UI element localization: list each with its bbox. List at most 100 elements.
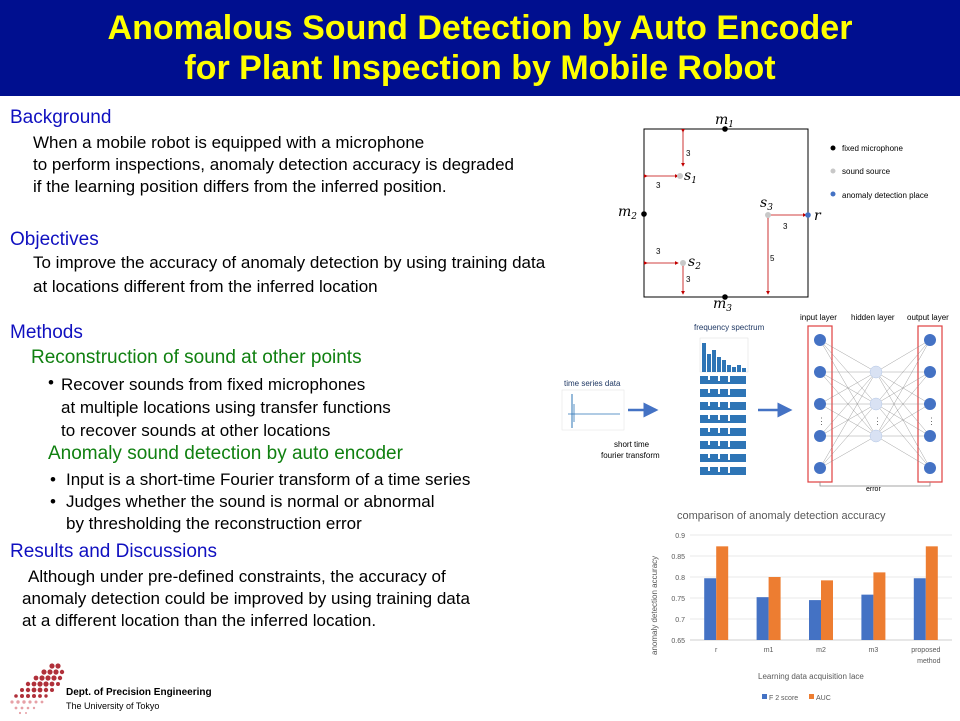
- room-layout-diagram: 3 3 3 3 3 5 m1 m2 m3 s1 s3 s2 r fixed mi…: [618, 112, 929, 314]
- error-bracket: [819, 482, 931, 487]
- chart-bar-f2-score: [913, 578, 926, 640]
- sound-source-s3-icon: [765, 212, 771, 218]
- results-line: anomaly detection could be improved by u…: [22, 589, 470, 608]
- stft-label-1: short time: [614, 440, 650, 449]
- bullet-1: •: [48, 373, 54, 392]
- reconstruction-text: Recover sounds from fixed microphones at…: [61, 373, 391, 442]
- s1-label: s1: [684, 168, 697, 186]
- objectives-heading: Objectives: [10, 229, 99, 250]
- output-ellipsis: ⋮: [927, 416, 936, 426]
- chart-y-ticks: 0.65 0.7 0.75 0.8 0.85 0.9: [671, 533, 685, 645]
- m1-label: m1: [715, 112, 734, 130]
- chart-bar-auc: [821, 580, 833, 640]
- autoencoder-pipeline-diagram: time series data short time fourier tran…: [561, 313, 949, 493]
- results-line: at a different location than the inferre…: [22, 611, 377, 630]
- chart-x-tick-label: m1: [764, 647, 774, 654]
- chart-y-tick-label: 0.7: [675, 617, 685, 624]
- input-nodes: [814, 334, 826, 474]
- time-series-label: time series data: [564, 379, 621, 388]
- dimension-label: 3: [783, 222, 788, 231]
- output-layer-label: output layer: [907, 313, 949, 322]
- background-line: to perform inspections, anomaly detectio…: [33, 155, 514, 174]
- hidden-layer-label: hidden layer: [851, 313, 895, 322]
- legend-label-f2: F 2 score: [769, 695, 798, 702]
- legend-label-auc: AUC: [816, 695, 831, 702]
- output-nodes: [924, 334, 936, 474]
- chart-y-tick-label: 0.8: [675, 575, 685, 582]
- reconstruction-line: Recover sounds from fixed microphones: [61, 375, 366, 394]
- room-outline: [643, 128, 809, 298]
- reconstruction-line: at multiple locations using transfer fun…: [61, 398, 391, 417]
- results-line: Although under pre-defined constraints, …: [28, 567, 446, 586]
- sound-source-s1-icon: [677, 173, 683, 179]
- chart-bar-auc: [873, 572, 886, 640]
- r-label: r: [814, 208, 822, 224]
- logo-university-name: The University of Tokyo: [66, 701, 160, 711]
- methods-heading: Methods: [10, 322, 83, 343]
- methods-subheading-reconstruction: Reconstruction of sound at other points: [31, 347, 362, 368]
- chart-title: comparison of anomaly detection accuracy: [677, 510, 886, 522]
- hidden-nodes: [869, 365, 883, 443]
- background-line: if the learning position differs from th…: [33, 177, 447, 196]
- chart-bar-f2-score: [704, 578, 717, 640]
- title-line-2: for Plant Inspection by Mobile Robot: [184, 49, 776, 87]
- network-connections: [819, 339, 931, 469]
- frequency-spectrum-stack: [699, 337, 749, 475]
- microphone-m1-icon: [722, 126, 728, 132]
- m2-label: m2: [618, 204, 637, 222]
- dimension-label: 3: [656, 247, 661, 256]
- microphone-m2-icon: [641, 211, 647, 217]
- methods-subheading-autoencoder: Anomaly sound detection by auto encoder: [48, 443, 403, 464]
- chart-y-tick-label: 0.65: [671, 638, 685, 645]
- autoencoder-item-2: Judges whether the sound is normal or ab…: [66, 491, 435, 535]
- legend-place-label: anomaly detection place: [842, 191, 929, 200]
- chart-bar-auc: [768, 577, 781, 640]
- dimension-label: 3: [686, 149, 691, 158]
- chart-x-tick-label: m3: [869, 647, 879, 654]
- objectives-line: at locations different from the inferred…: [33, 277, 378, 296]
- objectives-text: To improve the accuracy of anomaly detec…: [33, 252, 545, 298]
- chart-x-tick-label: m2: [816, 647, 826, 654]
- stft-label-2: fourier transform: [601, 451, 660, 460]
- legend-mic-icon: [830, 145, 836, 151]
- title-banner: Anomalous Sound Detection by Auto Encode…: [0, 0, 960, 96]
- dimension-label: 3: [656, 181, 661, 190]
- reconstruction-line: to recover sounds at other locations: [61, 421, 331, 440]
- chart-y-tick-label: 0.75: [671, 596, 685, 603]
- chart-bar-f2-score: [861, 594, 874, 640]
- time-series-plot: [561, 389, 625, 431]
- legend-source-label: sound source: [842, 167, 891, 176]
- chart-bar-auc: [716, 546, 729, 640]
- legend-mic-label: fixed microphone: [842, 144, 903, 153]
- detection-place-r-icon: [805, 212, 811, 218]
- chart-bar-auc: [925, 546, 938, 640]
- chart-x-tick-label: proposed: [911, 647, 940, 654]
- chart-bar-f2-score: [756, 597, 769, 640]
- results-heading: Results and Discussions: [10, 541, 217, 562]
- sound-source-s2-icon: [680, 260, 686, 266]
- bullet-2: •: [50, 470, 56, 489]
- chart-x-tick-label: r: [715, 647, 718, 654]
- input-layer-label: input layer: [800, 313, 837, 322]
- chart-y-tick-label: 0.9: [675, 533, 685, 540]
- legend-swatch-auc: [809, 694, 814, 699]
- input-ellipsis: ⋮: [817, 416, 826, 426]
- university-logo: [4, 660, 66, 716]
- legend-source-icon: [830, 168, 836, 174]
- logo-dept-name: Dept. of Precision Engineering: [66, 687, 212, 698]
- legend-place-icon: [830, 191, 836, 197]
- bullet-3: •: [50, 492, 56, 511]
- error-label: error: [866, 486, 881, 493]
- chart-x-axis-label: Learning data acquisition lace: [758, 672, 864, 681]
- results-text: Although under pre-defined constraints, …: [22, 566, 470, 632]
- dot-triangle-logo-icon: [10, 663, 65, 715]
- chart-legend: F 2 score AUC: [762, 694, 831, 702]
- chart-bars: [704, 546, 938, 640]
- chart-y-tick-label: 0.85: [671, 554, 685, 561]
- accuracy-bar-chart: comparison of anomaly detection accuracy…: [650, 510, 952, 702]
- m3-label: m3: [713, 296, 732, 314]
- hidden-ellipsis: ⋮: [873, 416, 882, 426]
- chart-bar-f2-score: [809, 600, 821, 640]
- s3-label: s3: [760, 195, 773, 213]
